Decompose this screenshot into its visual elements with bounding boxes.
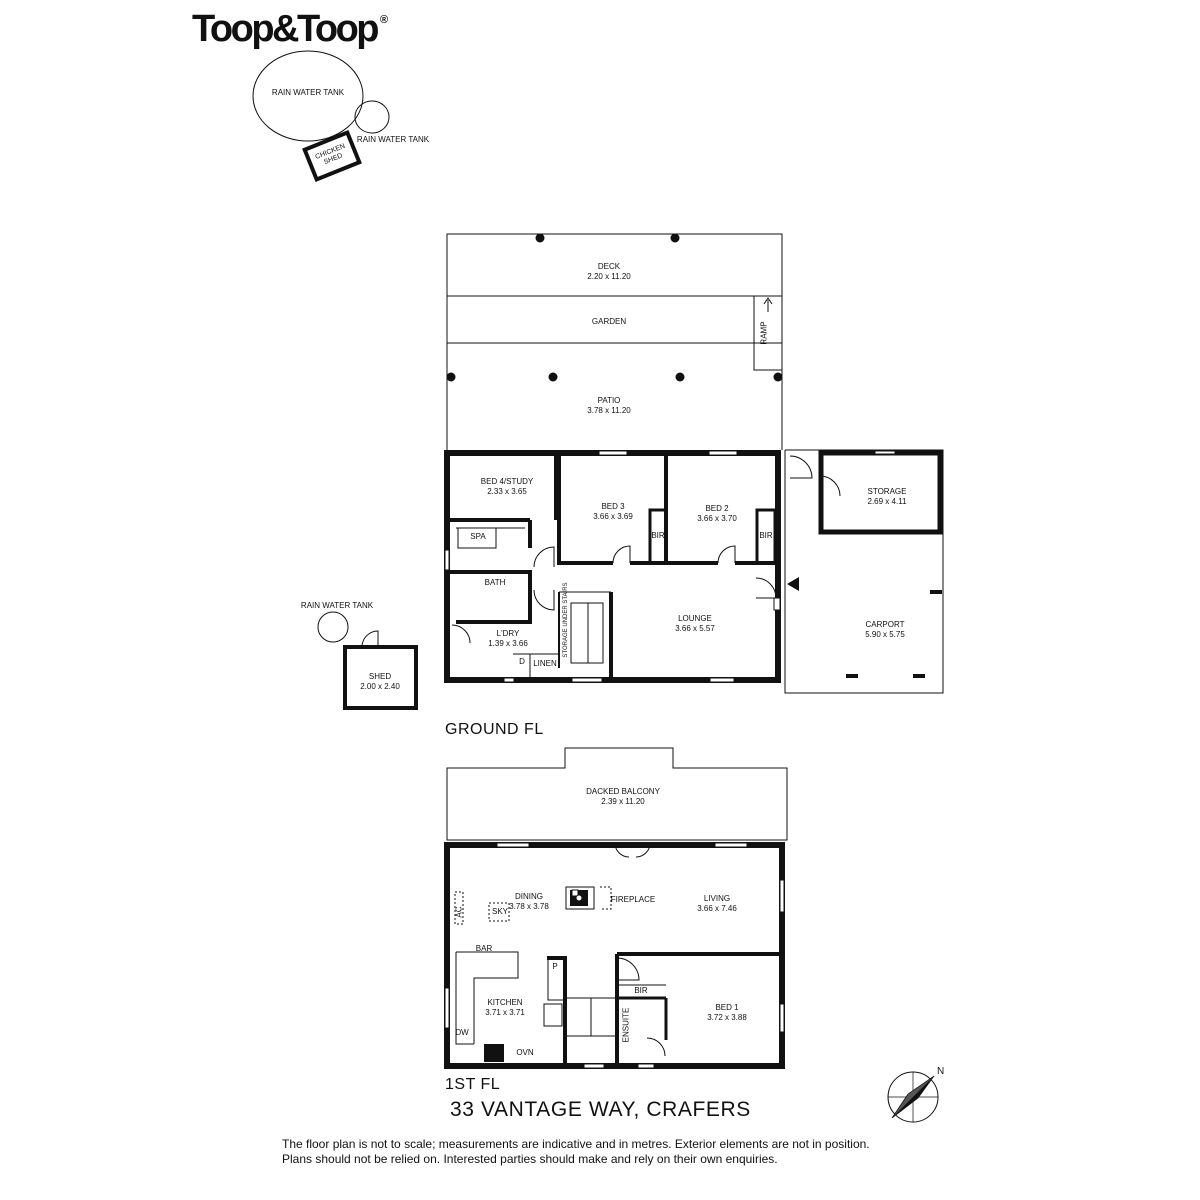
ramp-label: RAMP [759, 321, 769, 345]
dishwasher-label: DW [455, 1028, 469, 1037]
ensuite-label: ENSUITE [621, 1007, 631, 1043]
rain-water-tank-3 [317, 611, 349, 643]
disclaimer: The floor plan is not to scale; measurem… [282, 1137, 870, 1167]
compass-icon [887, 1071, 939, 1123]
skylight-label: SKY [491, 907, 509, 916]
north-label: N [937, 1066, 945, 1077]
rain-water-tank-1-label: RAIN WATER TANK [271, 88, 345, 97]
ground-floor-title: GROUND FL [445, 721, 544, 738]
linen-label: LINEN [533, 659, 557, 668]
rain-water-tank-1 [252, 50, 364, 142]
bir-bed2-label: BIR [759, 531, 773, 540]
pantry-label: P [552, 962, 558, 971]
garden-label: GARDEN [591, 317, 627, 326]
bir-bed3-label: BIR [651, 531, 665, 540]
deck-outline [446, 233, 783, 297]
spa-label: SPA [470, 532, 486, 541]
disclaimer-line-2: Plans should not be relied on. Intereste… [282, 1152, 778, 1166]
disclaimer-line-1: The floor plan is not to scale; measurem… [282, 1137, 870, 1151]
dryer-label: D [519, 657, 525, 666]
ramp-outline [753, 295, 783, 371]
ac-label: AC [454, 906, 464, 918]
brand-logo: Toop&Toop® [192, 8, 389, 50]
bar-label: BAR [475, 944, 493, 953]
chicken-shed [302, 129, 362, 183]
rain-water-tank-3-label: RAIN WATER TANK [300, 601, 374, 610]
storage-under-stairs-label: STORAGE UNDER STAIRS [563, 582, 569, 658]
rain-water-tank-2 [354, 100, 390, 134]
property-address: 33 VANTAGE WAY, CRAFERS [450, 1098, 751, 1121]
oven-label: OVN [516, 1048, 534, 1057]
rain-water-tank-2-label: RAIN WATER TANK [356, 135, 430, 144]
bath-label: BATH [484, 578, 506, 587]
bir-bed1-label: BIR [634, 986, 648, 995]
shed-outline [343, 645, 418, 710]
first-floor-title: 1ST FL [445, 1076, 501, 1093]
fireplace-label: FIREPLACE [610, 895, 656, 904]
